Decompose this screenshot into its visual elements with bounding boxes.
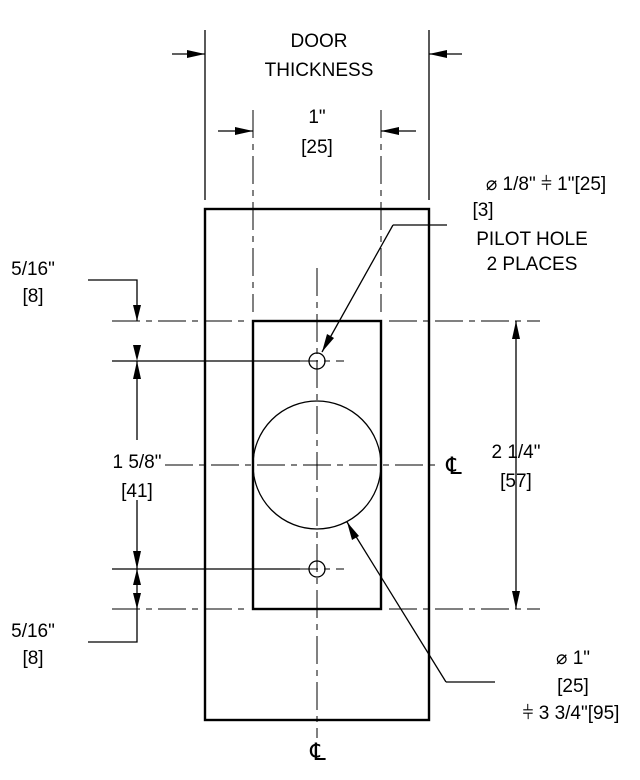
left-extension-lines: [112, 320, 300, 610]
pilot-hole-spec-label: ⌀ 1/8" ⫩ 1"[25]: [486, 174, 606, 195]
vertical-centerline-symbol: ℄: [309, 738, 326, 766]
door-thickness-dimension: [172, 30, 462, 200]
door-thickness-label-line2: THICKNESS: [265, 60, 374, 81]
backset-dimension: [218, 110, 416, 312]
plate-height-dimension: [389, 320, 540, 610]
hole-spacing-imperial-label: 1 5/8": [112, 452, 161, 473]
center-bore-depth-label: ⫩ 3 3/4"[95]: [523, 703, 620, 724]
pilot-hole-name-label: PILOT HOLE: [476, 229, 588, 250]
door-thickness-label-line1: DOOR: [291, 31, 348, 52]
hole-spacing-dimension: [133, 361, 141, 569]
hole-spacing-metric-label: [41]: [121, 481, 153, 502]
center-bore-diameter-label: ⌀ 1": [556, 648, 590, 669]
plate-height-metric-label: [57]: [500, 471, 532, 492]
bottom-offset-dimension: [88, 569, 141, 643]
horizontal-centerline-symbol: ℄: [445, 452, 462, 480]
bottom-offset-metric-label: [8]: [22, 648, 43, 669]
plate-height-imperial-label: 2 1/4": [491, 442, 540, 463]
center-bore-leader: [346, 521, 495, 683]
pilot-hole-leader: [321, 224, 447, 353]
top-offset-metric-label: [8]: [22, 286, 43, 307]
pilot-hole-metric-label: [3]: [472, 200, 493, 221]
bottom-offset-imperial-label: 5/16": [11, 621, 55, 642]
pilot-hole-count-label: 2 PLACES: [487, 254, 578, 275]
top-offset-dimension: [88, 279, 141, 361]
backset-imperial-label: 1": [308, 107, 325, 128]
top-offset-imperial-label: 5/16": [11, 259, 55, 280]
backset-metric-label: [25]: [301, 137, 333, 158]
center-bore-metric-label: [25]: [557, 676, 589, 697]
center-bore-hole: [252, 400, 382, 530]
